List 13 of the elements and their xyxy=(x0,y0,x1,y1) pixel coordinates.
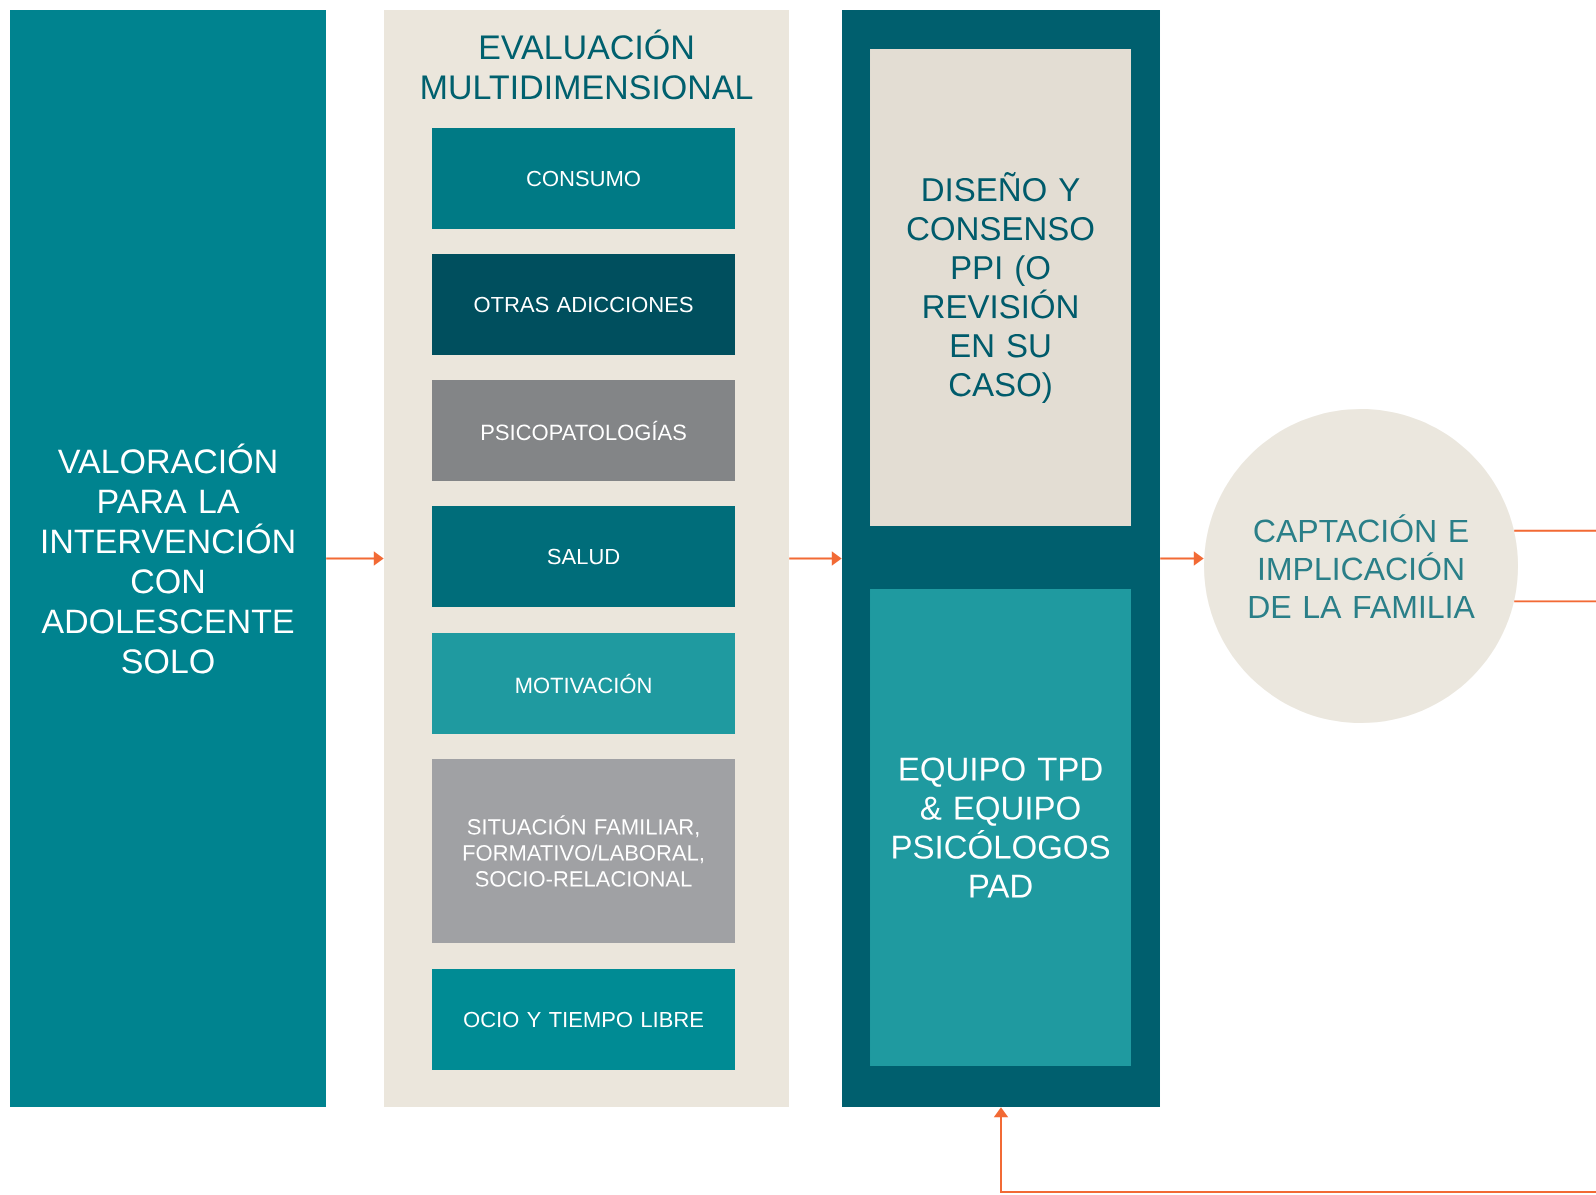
category-box: OTRAS ADICCIONES xyxy=(432,254,735,355)
category-box: OCIO Y TIEMPO LIBRE xyxy=(432,969,735,1070)
category-box: SALUD xyxy=(432,506,735,607)
process-box: DISEÑO Y CONSENSO PPI (O REVISIÓN EN SU CASO) xyxy=(870,49,1131,526)
category-box: CONSUMO xyxy=(432,128,735,229)
connector-line xyxy=(1513,529,1596,532)
category-box: SITUACIÓN FAMILIAR, FORMATIVO/LABORAL, SOCIO-RELACIONAL xyxy=(432,759,735,943)
arrow xyxy=(993,1107,1596,1193)
category-box: MOTIVACIÓN xyxy=(432,633,735,734)
category-box: PSICOPATOLOGÍAS xyxy=(432,380,735,481)
connector-line xyxy=(1513,600,1596,603)
process-box: VALORACIÓN PARA LA INTERVENCIÓN CON ADOLESCENTE SOLO xyxy=(10,10,326,1107)
process-box: EQUIPO TPD & EQUIPO PSICÓLOGOS PAD xyxy=(870,589,1131,1066)
